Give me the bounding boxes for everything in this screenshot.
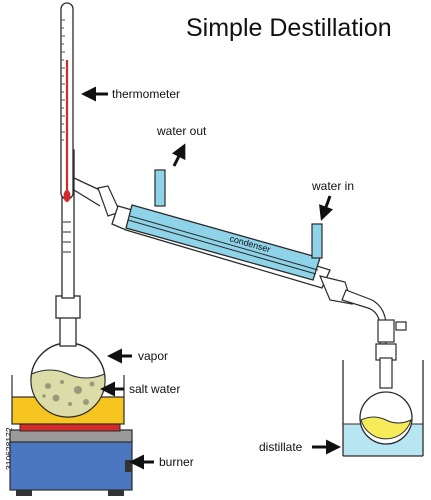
distillate-liquid [360, 416, 412, 440]
svg-text:burner: burner [159, 455, 194, 469]
arrow-icon [171, 143, 186, 167]
condenser: condenser [111, 169, 331, 289]
water-out-port [154, 169, 166, 207]
side-arm [73, 177, 121, 217]
stock-id-watermark: 310628172 [4, 427, 14, 470]
label-burner: burner [129, 454, 194, 470]
label-thermometer: thermometer [81, 86, 180, 102]
label-distillate: distillate [259, 439, 341, 455]
diagram-title: Simple Destillation [186, 14, 392, 42]
distilling-flask [30, 149, 106, 418]
svg-text:vapor: vapor [138, 349, 168, 363]
water-in-port [311, 223, 323, 259]
label-vapor: vapor [107, 348, 168, 364]
label-water-in: water in [311, 179, 354, 221]
svg-text:water out: water out [156, 124, 207, 138]
svg-text:water in: water in [311, 179, 354, 193]
burner [9, 422, 133, 496]
receiving-flask [359, 343, 413, 445]
salt-particles [42, 380, 95, 406]
svg-text:distillate: distillate [259, 440, 303, 454]
label-water-out: water out [156, 124, 207, 167]
thermometer [60, 2, 74, 202]
arrow-icon [319, 195, 334, 221]
label-salt-water: salt water [100, 381, 180, 397]
svg-text:thermometer: thermometer [112, 87, 180, 101]
receiving-adapter [318, 275, 407, 345]
vent-tube [395, 321, 407, 331]
svg-text:salt water: salt water [129, 382, 180, 396]
